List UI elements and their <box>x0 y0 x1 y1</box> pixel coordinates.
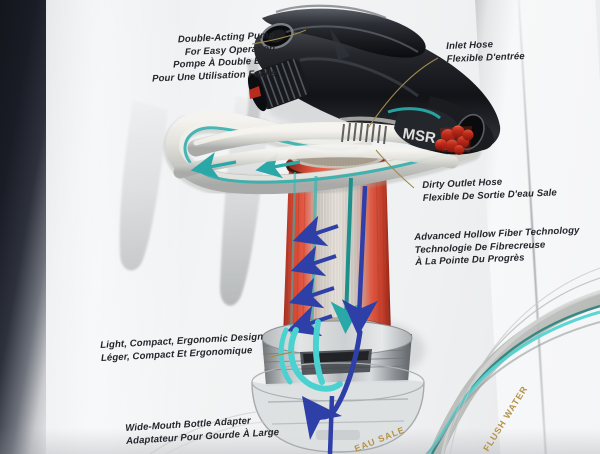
lower-left-hose-arcs <box>149 411 265 454</box>
page-left-dark-edge <box>0 0 46 454</box>
label-inlet-hose: Inlet Hose Flexible D'entrée <box>446 38 525 66</box>
flow-label-flush-water: FLUSH WATER <box>481 384 529 453</box>
dirty-outlet-hose-artwork <box>425 267 600 454</box>
msr-fitting: MSR <box>387 107 474 155</box>
leader-outlet <box>375 149 415 189</box>
svg-text:MSR: MSR <box>401 125 437 147</box>
label-double-acting-pump: Double-Acting Pump For Easy Operation Po… <box>150 30 277 86</box>
leader-inlet <box>367 57 439 129</box>
label-hollow-fiber-technology: Advanced Hollow Fiber Technology Technol… <box>414 225 581 270</box>
leader-ergonomic <box>265 351 293 359</box>
leader-lines <box>251 29 439 359</box>
flow-arrows <box>278 171 378 454</box>
leader-pump <box>251 29 307 45</box>
